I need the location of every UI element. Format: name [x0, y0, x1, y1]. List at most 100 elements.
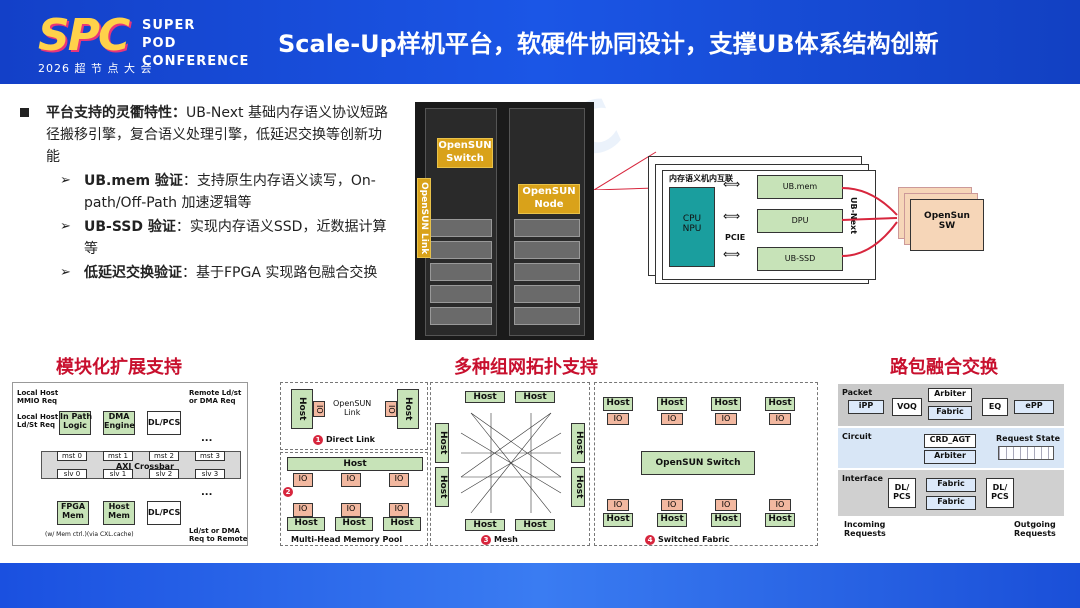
feature-list: 平台支持的灵衢特性：UB-Next 基础内存语义协议短路径搬移引擎，复合语义处理…: [18, 102, 393, 284]
sub-text: ：基于FPGA 实现路包融合交换: [182, 265, 378, 281]
fabric-in-box: Fabric: [926, 478, 976, 492]
server-unit: [430, 307, 492, 325]
label-opensun-link: OpenSUN Link: [417, 178, 431, 258]
host-box: Host: [765, 397, 795, 411]
connector-line: [594, 151, 657, 190]
host-box: Host: [465, 519, 505, 531]
bidir-arrow-icon: ⟺: [723, 209, 741, 223]
host-box: Host: [383, 517, 421, 531]
mst-port: mst 3: [195, 451, 225, 461]
ld-dma-remote-label: Ld/st or DMA Req to Remote: [189, 527, 248, 543]
sub-text: ：支持原生内存语义读写，On-path/Off-Path 加速逻辑等: [84, 173, 376, 211]
arbiter-circuit-box: Arbiter: [924, 450, 976, 464]
label-opensun-switch: OpenSUN Switch: [437, 138, 493, 168]
logo-word-pod: POD: [142, 36, 177, 51]
bidir-arrow-icon: ⟺: [723, 247, 741, 261]
slv-port: slv 1: [103, 469, 133, 479]
io-box: IO: [293, 473, 313, 487]
square-bullet-icon: [20, 108, 29, 117]
circuit-label: Circuit: [842, 432, 872, 441]
host-box: Host: [657, 513, 687, 527]
voq-box: VOQ: [892, 398, 922, 416]
mesh-text: Mesh: [494, 535, 518, 544]
section-title-topology: 多种组网拓扑支持: [454, 357, 598, 378]
dlpcs-in-box: DL/ PCS: [888, 478, 916, 508]
ubmem-box: UB.mem: [757, 175, 843, 199]
host-box: Host: [657, 397, 687, 411]
dlpcs-box-lower: DL/PCS: [147, 501, 181, 525]
arrow-bullet-icon: ➢: [60, 265, 71, 280]
packet-label: Packet: [842, 388, 873, 397]
logo-spc: SPC: [38, 10, 130, 61]
header-banner: SPC SUPER POD CONFERENCE 2026 超 节 点 大 会 …: [0, 0, 1080, 84]
memory-pool-caption: Multi-Head Memory Pool: [291, 535, 403, 544]
memory-pool-diagram: Host IO IO IO IO IO IO Host Host Host 2 …: [280, 452, 428, 546]
host-pool-box: Host: [287, 457, 423, 471]
bullet-sub: ➢UB.mem 验证：支持原生内存语义读写，On-path/Off-Path 加…: [18, 170, 393, 214]
ipp-box: iPP: [848, 400, 884, 414]
red-arrow: [842, 217, 898, 221]
bullet-sub: ➢UB-SSD 验证：实现内存语义SSD，近数据计算等: [18, 216, 393, 260]
mesh-diagram: Host Host Host Host Host Host Host Host …: [430, 382, 590, 546]
bullet-main-text: UB-Next 基础内存语义协议短路径搬移引擎，复合语义处理引擎，低延迟交换等创…: [46, 105, 388, 165]
mst-port: mst 0: [57, 451, 87, 461]
number-badge: 1: [313, 435, 323, 445]
arbiter-box: Arbiter: [928, 388, 972, 402]
label-opensun-node: OpenSUN Node: [518, 184, 580, 214]
logo-year: 2026 超 节 点 大 会: [38, 62, 153, 75]
host-box: Host: [571, 467, 585, 507]
fusion-diagram: Packet iPP VOQ Arbiter Fabric EQ ePP Cir…: [838, 384, 1064, 546]
bullet-sub: ➢低延迟交换验证：基于FPGA 实现路包融合交换: [18, 262, 393, 284]
server-unit: [514, 219, 580, 237]
switched-text: Switched Fabric: [658, 535, 730, 544]
slv-port: slv 3: [195, 469, 225, 479]
server-unit: [514, 241, 580, 259]
ellipsis: ...: [201, 433, 213, 444]
slv-port: slv 2: [149, 469, 179, 479]
eq-box: EQ: [982, 398, 1008, 416]
crd-agt-box: CRD_AGT: [924, 434, 976, 448]
host-box: Host: [765, 513, 795, 527]
dma-engine-box: DMA Engine: [103, 411, 135, 435]
incoming-requests-label: Incoming Requests: [844, 520, 886, 538]
host-box: Host: [571, 423, 585, 463]
sub-text: ：实现内存语义SSD，近数据计算等: [84, 219, 387, 257]
remote-ld-label: Remote Ld/st or DMA Req: [189, 389, 242, 405]
number-badge: 3: [481, 535, 491, 545]
cpu-npu-box: CPU NPU: [669, 187, 715, 267]
io-box: IO: [661, 499, 683, 511]
ubnext-arrows: [842, 187, 898, 257]
host-box: Host: [603, 397, 633, 411]
switched-fabric-diagram: Host Host Host Host IO IO IO IO OpenSUN …: [594, 382, 818, 546]
section-title-fusion: 路包融合交换: [890, 357, 998, 378]
io-box: IO: [385, 401, 397, 417]
slv-port: slv 0: [57, 469, 87, 479]
rack-photo: OpenSUN Switch OpenSUN Link OpenSUN Node: [415, 102, 594, 340]
modular-diagram: Local Host MMIO Req Local Host Ld/St Req…: [12, 382, 248, 546]
ellipsis: ...: [201, 487, 213, 498]
mst-port: mst 1: [103, 451, 133, 461]
direct-link-text: Direct Link: [326, 435, 375, 444]
page-title: Scale-Up样机平台，软硬件协同设计，支撑UB体系结构创新: [278, 30, 939, 58]
footer-bar: [0, 563, 1080, 608]
request-state-table: [998, 446, 1054, 460]
io-box: IO: [607, 499, 629, 511]
epp-box: ePP: [1014, 400, 1054, 414]
section-title-modular: 模块化扩展支持: [56, 357, 182, 378]
server-unit: [514, 285, 580, 303]
ubnext-label: UB-Next: [849, 197, 858, 235]
server-unit: [514, 263, 580, 281]
in-path-logic-box: In Path Logic: [59, 411, 92, 435]
arrow-bullet-icon: ➢: [60, 219, 71, 234]
bullet-main: 平台支持的灵衢特性：UB-Next 基础内存语义协议短路径搬移引擎，复合语义处理…: [18, 102, 393, 168]
mesh-lines: [460, 412, 562, 514]
ubssd-box: UB-SSD: [757, 247, 843, 271]
number-badge: 4: [645, 535, 655, 545]
dlpcs-out-box: DL/ PCS: [986, 478, 1014, 508]
connector-lines: [594, 151, 657, 190]
interface-label: Interface: [842, 474, 883, 483]
number-badge-2: 2: [283, 487, 293, 497]
